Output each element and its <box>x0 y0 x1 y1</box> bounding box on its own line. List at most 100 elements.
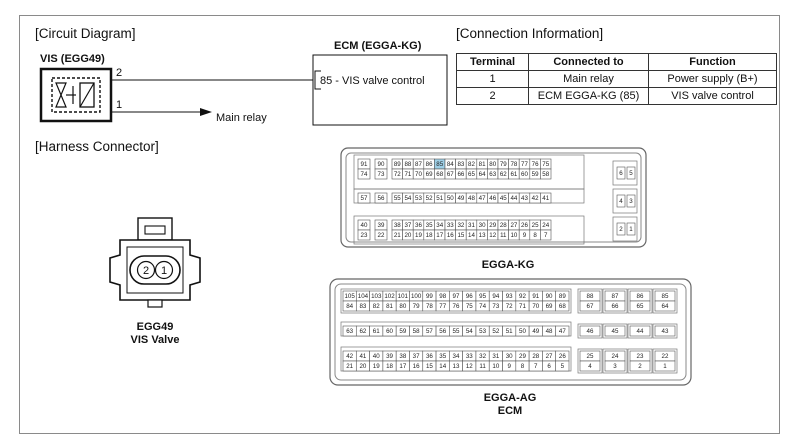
svg-text:70: 70 <box>532 303 539 310</box>
svg-text:35: 35 <box>426 222 433 229</box>
connector-pin: 64 <box>654 300 676 312</box>
svg-text:72: 72 <box>394 171 401 178</box>
connector-pin: 73 <box>488 300 503 312</box>
connector-pin: 63 <box>487 168 499 180</box>
svg-text:65: 65 <box>468 171 475 178</box>
cell-connected-to: ECM EGGA-KG (85) <box>528 87 649 105</box>
svg-text:95: 95 <box>479 293 486 300</box>
svg-text:66: 66 <box>457 171 464 178</box>
connector-pin: 65 <box>629 300 651 312</box>
svg-text:28: 28 <box>532 353 539 360</box>
connector-pin: 75 <box>540 158 552 170</box>
svg-text:78: 78 <box>510 161 517 168</box>
connector-pin: 61 <box>369 325 384 337</box>
connector-pin: 33 <box>444 219 456 231</box>
svg-text:16: 16 <box>413 363 420 370</box>
svg-text:15: 15 <box>457 232 464 239</box>
connector-pin: 58 <box>540 168 552 180</box>
svg-text:91: 91 <box>361 161 368 168</box>
connector-pin: 18 <box>423 229 435 241</box>
arrow-right-icon <box>200 108 212 116</box>
connector-pin: 40 <box>369 350 384 362</box>
svg-text:67: 67 <box>587 303 594 310</box>
connector-pin: 45 <box>497 192 509 204</box>
connector-pin: 67 <box>444 168 456 180</box>
svg-text:74: 74 <box>479 303 486 310</box>
connector-pin: 26 <box>555 350 570 362</box>
svg-text:87: 87 <box>415 161 422 168</box>
svg-text:7: 7 <box>544 232 548 239</box>
connector-pin: 11 <box>497 229 509 241</box>
connector-pin: 41 <box>355 350 370 362</box>
connector-pin: 87 <box>412 158 425 170</box>
connector-pin: 21 <box>342 360 357 372</box>
svg-text:58: 58 <box>542 171 549 178</box>
svg-text:61: 61 <box>373 328 380 335</box>
svg-text:11: 11 <box>500 232 507 239</box>
connector-pin: 5 <box>626 166 636 180</box>
connector-pin: 28 <box>528 350 543 362</box>
connector-pin: 3 <box>626 194 636 208</box>
ecm-title: ECM (EGGA-KG) <box>334 40 422 52</box>
svg-text:19: 19 <box>373 363 380 370</box>
svg-text:60: 60 <box>386 328 393 335</box>
svg-text:15: 15 <box>426 363 433 370</box>
svg-text:83: 83 <box>359 303 366 310</box>
svg-text:40: 40 <box>373 353 380 360</box>
connector-pin: 52 <box>488 325 503 337</box>
connector-pin: 78 <box>422 300 437 312</box>
connector-pin: 34 <box>449 350 463 362</box>
connector-pin: 77 <box>435 300 450 312</box>
connector-pin: 55 <box>391 192 403 204</box>
svg-text:49: 49 <box>457 195 464 202</box>
svg-text:80: 80 <box>489 161 496 168</box>
svg-text:77: 77 <box>521 161 528 168</box>
svg-text:23: 23 <box>637 353 644 360</box>
connector-pin: 41 <box>540 192 552 204</box>
svg-text:88: 88 <box>404 161 411 168</box>
svg-text:64: 64 <box>479 171 486 178</box>
connector-pin: 70 <box>528 300 543 312</box>
svg-text:20: 20 <box>404 232 411 239</box>
svg-text:56: 56 <box>378 195 385 202</box>
connector-pin: 18 <box>382 360 397 372</box>
connector-pin: 52 <box>423 192 435 204</box>
connection-information-heading: [Connection Information] <box>456 26 603 41</box>
svg-text:102: 102 <box>384 293 395 300</box>
svg-text:59: 59 <box>399 328 406 335</box>
svg-text:93: 93 <box>506 293 513 300</box>
cell-terminal: 1 <box>456 70 529 88</box>
svg-text:58: 58 <box>413 328 420 335</box>
table-header-row: Terminal Connected to Function <box>456 53 777 71</box>
connector-pin: 89 <box>555 290 570 302</box>
svg-text:16: 16 <box>447 232 454 239</box>
svg-text:34: 34 <box>436 222 443 229</box>
connector-pin: 77 <box>518 158 531 170</box>
svg-text:43: 43 <box>521 195 528 202</box>
connector-pin: 60 <box>382 325 397 337</box>
connector-pin: 64 <box>476 168 488 180</box>
svg-text:52: 52 <box>426 195 433 202</box>
connector-pin: 36 <box>412 219 425 231</box>
svg-text:26: 26 <box>559 353 566 360</box>
svg-text:32: 32 <box>479 353 486 360</box>
harness-connector-heading: [Harness Connector] <box>35 139 159 154</box>
connector-pin: 63 <box>342 325 357 337</box>
cell-function: Power supply (B+) <box>648 70 777 88</box>
svg-text:57: 57 <box>361 195 368 202</box>
connector-pin: 15 <box>455 229 467 241</box>
svg-text:71: 71 <box>404 171 411 178</box>
connector-pin: 26 <box>518 219 531 231</box>
svg-text:57: 57 <box>426 328 433 335</box>
connector-pin: 35 <box>423 219 435 231</box>
svg-text:27: 27 <box>546 353 553 360</box>
svg-text:38: 38 <box>399 353 406 360</box>
svg-text:1: 1 <box>629 226 633 233</box>
connector-pin: 16 <box>444 229 456 241</box>
connector-pin: 56 <box>374 192 388 204</box>
connector-pin-1: 1 <box>161 265 167 277</box>
connector-pin: 5 <box>555 360 570 372</box>
connector-pin: 84 <box>444 158 456 170</box>
egga-ag-label: EGGA-AG <box>484 392 537 404</box>
